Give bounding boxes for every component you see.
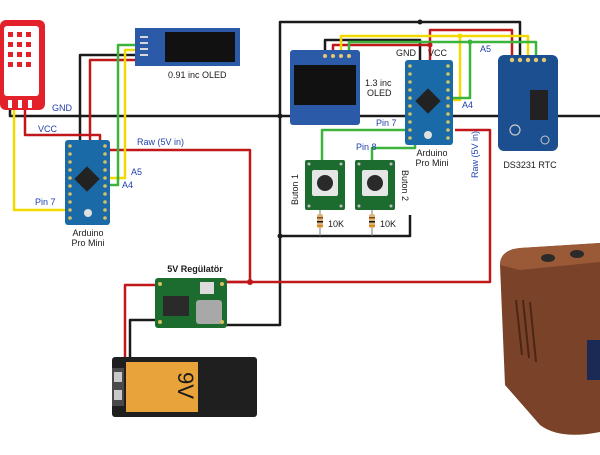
a5-label-right: A5 (480, 44, 491, 54)
button-1 (305, 160, 345, 210)
small-oled-display (135, 28, 240, 66)
arduino-right-label-line2: Pro Mini (415, 158, 448, 168)
large-oled-label-line1: 1.3 inc (365, 78, 392, 88)
a4-wire-rtc (470, 40, 538, 55)
resistor-1 (317, 210, 323, 236)
gnd-wire-battery (128, 318, 160, 360)
gnd-label-left: GND (52, 103, 73, 113)
voltage-regulator (155, 278, 227, 328)
arduino-right-label-line1: Arduino (416, 148, 447, 158)
arduino-left-label-line2: Pro Mini (71, 238, 104, 248)
button-1-label: Buton 1 (290, 174, 300, 205)
rtc-label: DS3231 RTC (503, 160, 557, 170)
temperature-sensor (0, 20, 45, 110)
a5-label-left: A5 (131, 167, 142, 177)
large-oled-label-line2: OLED (367, 88, 392, 98)
a4-label-right: A4 (462, 100, 473, 110)
arduino-left (65, 140, 110, 225)
battery-label: 9V (173, 372, 198, 399)
resistor-1-label: 10K (328, 219, 344, 229)
vcc-label-right: VCC (428, 48, 448, 58)
resistor-2-label: 10K (380, 219, 396, 229)
gnd-wire-buttons (280, 215, 412, 238)
pin7-label-left: Pin 7 (35, 197, 56, 207)
a4-label-left: A4 (122, 180, 133, 190)
button-2-label: Buton 2 (400, 170, 410, 201)
a5-wire-right (339, 34, 530, 55)
regulator-label: 5V Regülatör (167, 264, 223, 274)
battery-9v (112, 357, 257, 417)
vcc-label-left: VCC (38, 124, 58, 134)
a5-wire-arduino-right (450, 36, 462, 102)
pin8-label-right: Pin 8 (356, 142, 377, 152)
gnd-label-right: GND (396, 48, 417, 58)
gnd-wire-oled-small (78, 53, 135, 140)
pin7-label-right: Pin 7 (376, 118, 397, 128)
battery-plus-wire (123, 283, 160, 360)
gnd-wire-regulator (225, 116, 282, 327)
raw-wire-right (225, 128, 492, 284)
raw-label-left: Raw (5V in) (137, 137, 184, 147)
large-oled-display (290, 50, 360, 125)
button-2 (355, 160, 395, 210)
vcc-wire-oled-large (331, 43, 430, 50)
resistor-2 (369, 210, 375, 236)
a5-wire-left (110, 48, 135, 180)
rtc-module (498, 55, 558, 151)
a4-wire-left (110, 43, 135, 187)
vcc-wire-left (23, 108, 102, 140)
vcc-wire-oled-small (88, 58, 135, 140)
junctions (247, 19, 473, 285)
gnd-wire-main (8, 108, 600, 118)
wooden-case-photo (500, 243, 600, 435)
raw-label-right: Raw (5V in) (470, 131, 480, 178)
small-oled-label: 0.91 inc OLED (168, 70, 227, 80)
gnd-wire-top (278, 20, 522, 116)
pin7-wire-left (12, 108, 65, 212)
arduino-left-label-line1: Arduino (72, 228, 103, 238)
arduino-right (405, 60, 453, 145)
gnd-wire-oled-large (323, 38, 422, 65)
